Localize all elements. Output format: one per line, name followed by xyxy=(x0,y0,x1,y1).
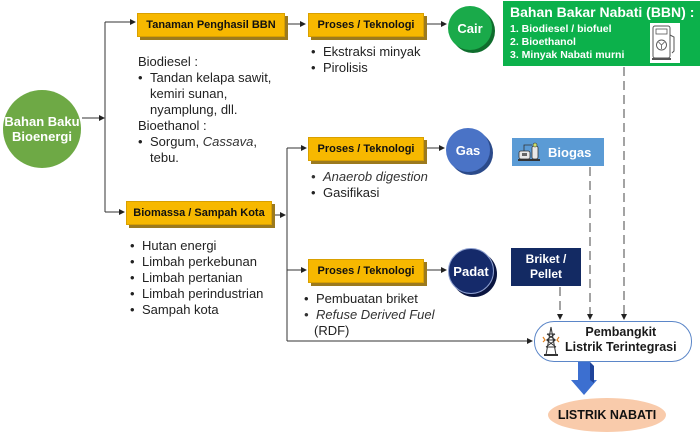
biomassa-label: Biomassa / Sampah Kota xyxy=(133,207,265,219)
state-cair: Cair xyxy=(448,6,492,50)
bioethanol-heading: Bioethanol : xyxy=(138,118,207,133)
proses-label: Proses / Teknologi xyxy=(317,265,415,277)
biomassa-box: Biomassa / Sampah Kota xyxy=(126,201,272,225)
proses-item: Pirolisis xyxy=(311,60,421,76)
biogas-box: Biogas xyxy=(512,138,604,166)
proses-item: Pembuatan briket xyxy=(304,291,435,307)
biomassa-item: Limbah perindustrian xyxy=(130,286,263,302)
bioethanol-item: Sorgum, Cassava, xyxy=(138,134,271,150)
biomassa-item: Limbah pertanian xyxy=(130,270,263,286)
proses-item: Refuse Derived Fuel xyxy=(304,307,435,323)
state-gas: Gas xyxy=(446,128,490,172)
result-label: LISTRIK NABATI xyxy=(557,408,657,422)
bbn-box: Bahan Bakar Nabati (BBN) : 1. Biodiesel … xyxy=(503,1,700,66)
pembangkit-listrik-box: Pembangkit Listrik Terintegrasi xyxy=(534,321,692,362)
root-line2: Bioenergi xyxy=(12,129,72,144)
fuel-pump-icon xyxy=(650,23,680,63)
proses-item: Gasifikasi xyxy=(311,185,428,201)
plant-line1: Pembangkit xyxy=(585,325,657,339)
bioethanol-italic: Cassava xyxy=(202,134,254,149)
biogas-label: Biogas xyxy=(548,144,592,160)
bioethanol-item-cont: tebu. xyxy=(150,150,179,165)
tanaman-label: Tanaman Penghasil BBN xyxy=(146,19,276,31)
listrik-nabati-node: LISTRIK NABATI xyxy=(548,398,666,432)
biodiesel-item-cont: nyamplung, dll. xyxy=(150,102,238,117)
plant-line2: Listrik Terintegrasi xyxy=(565,340,677,354)
briket-line2: Pellet xyxy=(529,267,562,281)
down-arrow xyxy=(571,362,597,395)
biogas-plant-icon xyxy=(518,142,540,161)
tanaman-details: Biodiesel : Tandan kelapa sawit, kemiri … xyxy=(138,54,271,166)
bioethanol-comma: , xyxy=(253,134,257,149)
bbn-item: 2. Bioethanol xyxy=(510,36,576,48)
biomassa-details: Hutan energi Limbah perkebunan Limbah pe… xyxy=(130,238,263,318)
proses-label: Proses / Teknologi xyxy=(317,19,415,31)
tanaman-box: Tanaman Penghasil BBN xyxy=(137,13,285,37)
proses-padat-box: Proses / Teknologi xyxy=(308,259,424,283)
root-node-bahan-baku: Bahan Baku Bioenergi xyxy=(3,90,81,168)
briket-line1: Briket / xyxy=(525,252,567,266)
biomassa-item: Hutan energi xyxy=(130,238,263,254)
transmission-tower-icon xyxy=(542,326,560,356)
bbn-title: Bahan Bakar Nabati (BBN) : xyxy=(510,4,695,20)
root-line1: Bahan Baku xyxy=(4,114,80,129)
biodiesel-item-cont: kemiri sunan, xyxy=(150,86,228,101)
proses-gas-details: Anaerob digestion Gasifikasi xyxy=(311,169,428,201)
proses-item: Ekstraksi minyak xyxy=(311,44,421,60)
bioethanol-text: Sorgum, xyxy=(150,134,203,149)
biomassa-item: Sampah kota xyxy=(130,302,263,318)
biodiesel-heading: Biodiesel : xyxy=(138,54,198,69)
proses-item-cont: (RDF) xyxy=(314,323,350,338)
arrowhead-bbn xyxy=(621,314,627,320)
biodiesel-item: Tandan kelapa sawit, xyxy=(138,70,271,86)
arrowhead-biogas xyxy=(587,314,593,320)
proses-item: Anaerob digestion xyxy=(311,169,428,185)
state-cair-label: Cair xyxy=(457,20,483,36)
proses-cair-box: Proses / Teknologi xyxy=(308,13,424,37)
arrowhead-briket xyxy=(557,314,563,320)
plant-label: Pembangkit Listrik Terintegrasi xyxy=(565,325,677,355)
proses-padat-details: Pembuatan briket Refuse Derived Fuel (RD… xyxy=(304,291,435,339)
proses-gas-box: Proses / Teknologi xyxy=(308,137,424,161)
state-padat: Padat xyxy=(448,248,494,294)
bbn-item: 1. Biodiesel / biofuel xyxy=(510,23,612,35)
briket-pellet-box: Briket / Pellet xyxy=(511,248,581,286)
biomassa-item: Limbah perkebunan xyxy=(130,254,263,270)
proses-label: Proses / Teknologi xyxy=(317,143,415,155)
proses-cair-details: Ekstraksi minyak Pirolisis xyxy=(311,44,421,76)
bbn-item: 3. Minyak Nabati murni xyxy=(510,49,625,61)
state-padat-label: Padat xyxy=(453,263,489,279)
state-gas-label: Gas xyxy=(455,142,481,158)
